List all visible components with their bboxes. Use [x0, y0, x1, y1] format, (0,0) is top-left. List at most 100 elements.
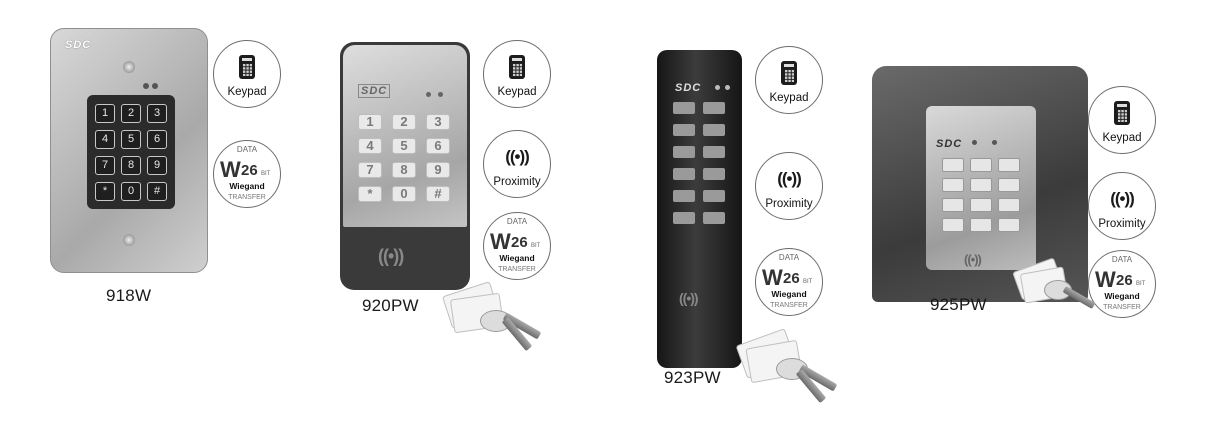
keypad-923pw — [673, 102, 727, 232]
sdc-logo: SDC — [675, 82, 702, 94]
key: 8 — [121, 156, 141, 175]
proximity-label: Proximity — [1098, 218, 1146, 230]
wiegand-label: Wiegand — [771, 289, 807, 299]
wiegand-bit: BIT — [531, 243, 541, 249]
key: # — [147, 182, 167, 201]
wiegand-label: Wiegand — [499, 253, 535, 263]
key: # — [426, 186, 450, 202]
wiegand-w: W — [1095, 267, 1116, 292]
model-label-920pw: 920PW — [362, 296, 419, 315]
data-text: DATA — [778, 253, 800, 262]
wiegand-26: 26 — [241, 162, 258, 179]
transfer-text: TRANSFER — [498, 266, 536, 273]
key: 9 — [426, 162, 450, 178]
keypad-badge-925pw: Keypad — [1088, 86, 1156, 154]
data-text: DATA — [236, 145, 258, 154]
wiegand-label: Wiegand — [1104, 291, 1140, 301]
proximity-reader-icon: ((•)) — [679, 290, 699, 306]
transfer-text: TRANSFER — [770, 302, 808, 309]
keypad-icon — [756, 61, 822, 90]
key: 5 — [392, 138, 416, 154]
wiegand-w: W — [220, 157, 241, 182]
proximity-reader-icon: ((•)) — [378, 246, 404, 266]
wiegand-badge-923pw: DATA W 26 BIT Wiegand TRANSFER — [755, 248, 823, 316]
wiegand-26: 26 — [1116, 272, 1133, 289]
proximity-badge-925pw: ((•)) Proximity — [1088, 172, 1156, 240]
key: 6 — [426, 138, 450, 154]
top-screw — [123, 61, 135, 73]
model-label-925pw: 925PW — [930, 295, 987, 314]
bottom-screw — [123, 234, 135, 246]
key: * — [95, 182, 115, 201]
wiegand-26: 26 — [511, 234, 528, 251]
key: 2 — [121, 104, 141, 123]
key: 6 — [147, 130, 167, 149]
transfer-text: TRANSFER — [1103, 304, 1141, 311]
key: 1 — [95, 104, 115, 123]
key: 3 — [426, 114, 450, 130]
keypad-badge-918w: Keypad — [213, 40, 281, 108]
key: 9 — [147, 156, 167, 175]
cards-and-keys-920pw — [440, 280, 550, 355]
cards-and-keys-923pw — [735, 328, 846, 410]
device-925pw: SDC ((•)) — [872, 66, 1088, 302]
key: 4 — [358, 138, 382, 154]
keypad-925pw — [942, 158, 1022, 238]
proximity-label: Proximity — [765, 198, 813, 210]
key: 5 — [121, 130, 141, 149]
wiegand-bit: BIT — [1136, 281, 1146, 287]
wiegand-badge-918w: DATA W 26 BIT Wiegand TRANSFER — [213, 140, 281, 208]
proximity-badge-920pw: ((•)) Proximity — [483, 130, 551, 198]
keypad-918w: 1 2 3 4 5 6 7 8 9 * 0 # — [87, 95, 175, 209]
key: 4 — [95, 130, 115, 149]
wiegand-bit: BIT — [261, 171, 271, 177]
key: 0 — [392, 186, 416, 202]
status-leds — [426, 92, 446, 98]
sdc-logo: SDC — [65, 39, 92, 51]
wiegand-26: 26 — [783, 270, 800, 287]
keypad-icon — [484, 55, 550, 84]
transfer-text: TRANSFER — [228, 194, 266, 201]
key: 3 — [147, 104, 167, 123]
model-label-923pw: 923PW — [664, 368, 721, 387]
wiegand-label: Wiegand — [229, 181, 265, 191]
proximity-badge-923pw: ((•)) Proximity — [755, 152, 823, 220]
proximity-icon: ((•)) — [505, 147, 530, 166]
key: 7 — [358, 162, 382, 178]
key: 8 — [392, 162, 416, 178]
wiegand-w: W — [490, 229, 511, 254]
sdc-logo: SDC — [358, 84, 391, 98]
status-led — [992, 140, 997, 145]
keypad-label: Keypad — [1102, 132, 1142, 144]
wiegand-badge-925pw: DATA W 26 BIT Wiegand TRANSFER — [1088, 250, 1156, 318]
keypad-label: Keypad — [769, 92, 809, 104]
status-led — [725, 85, 730, 90]
sdc-logo: SDC — [936, 138, 963, 150]
keypad-icon — [214, 55, 280, 84]
proximity-reader-icon: ((•)) — [964, 252, 982, 267]
status-led — [715, 85, 720, 90]
data-text: DATA — [506, 217, 528, 226]
key: * — [358, 186, 382, 202]
wiegand-bit: BIT — [803, 279, 813, 285]
key: 0 — [121, 182, 141, 201]
status-led — [972, 140, 977, 145]
wiegand-badge-920pw: DATA W 26 BIT Wiegand TRANSFER — [483, 212, 551, 280]
wiegand-w: W — [762, 265, 783, 290]
proximity-icon: ((•)) — [777, 169, 802, 188]
keypad-label: Keypad — [227, 86, 267, 98]
keypad-badge-923pw: Keypad — [755, 46, 823, 114]
cards-and-keys-925pw — [1012, 257, 1102, 328]
keypad-badge-920pw: Keypad — [483, 40, 551, 108]
device-923pw: SDC ((•)) — [657, 50, 742, 368]
proximity-icon: ((•)) — [1110, 189, 1135, 208]
key: 1 — [358, 114, 382, 130]
proximity-label: Proximity — [493, 176, 541, 188]
key: 2 — [392, 114, 416, 130]
status-leds — [143, 83, 159, 89]
key: 7 — [95, 156, 115, 175]
device-918w: SDC 1 2 3 4 5 6 7 8 9 * 0 # — [50, 28, 208, 273]
keypad-label: Keypad — [497, 86, 537, 98]
data-text: DATA — [1111, 255, 1133, 264]
model-label-918w: 918W — [106, 286, 152, 305]
